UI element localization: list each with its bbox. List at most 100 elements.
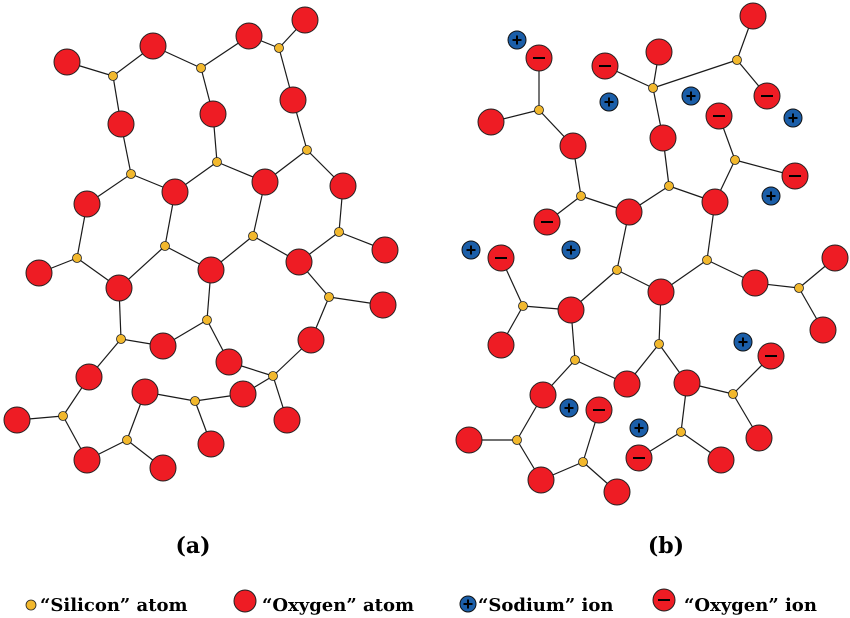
oxygen-atom <box>73 446 101 474</box>
oxygen-atom <box>73 190 101 218</box>
sodium-ion <box>599 92 619 112</box>
oxygen-atom <box>149 332 177 360</box>
sodium-ion <box>461 240 481 260</box>
silicon-atom <box>570 355 580 365</box>
oxygen-atom <box>701 188 729 216</box>
oxygen-atom <box>527 466 555 494</box>
oxygen-atom <box>477 108 505 136</box>
silicon-atom <box>72 253 82 263</box>
oxygen-ion-icon <box>652 588 676 612</box>
silicon-atom <box>202 315 212 325</box>
oxygen-ion <box>533 208 561 236</box>
oxygen-atom <box>105 274 133 302</box>
oxygen-atom <box>369 291 397 319</box>
oxygen-atom <box>645 38 673 66</box>
silicon-atom <box>268 371 278 381</box>
sodium-ion <box>507 30 527 50</box>
oxygen-atom <box>371 236 399 264</box>
silicon-atom <box>578 457 588 467</box>
sodium-ion <box>629 418 649 438</box>
oxygen-atom <box>297 326 325 354</box>
oxygen-atom <box>3 406 31 434</box>
oxygen-ion <box>757 342 785 370</box>
oxygen-atom <box>741 269 769 297</box>
panel-b-glass-structure <box>455 2 849 506</box>
oxygen-atom <box>215 348 243 376</box>
silicon-atom <box>518 301 528 311</box>
silicon-atom <box>108 71 118 81</box>
oxygen-atom <box>291 6 319 34</box>
silicon-atom <box>122 435 132 445</box>
oxygen-atom <box>529 381 557 409</box>
silicon-atom <box>702 255 712 265</box>
oxygen-atom-icon <box>233 589 257 613</box>
oxygen-atom <box>131 378 159 406</box>
sodium-ion <box>561 240 581 260</box>
silicon-atom <box>728 389 738 399</box>
panel-a-crystal-structure <box>3 6 399 482</box>
oxygen-ion <box>487 244 515 272</box>
oxygen-atom <box>25 259 53 287</box>
oxygen-atom <box>75 363 103 391</box>
sodium-ion-icon <box>459 595 477 613</box>
silicon-atom <box>732 55 742 65</box>
silicon-atom <box>648 83 658 93</box>
panel-a-bonds <box>16 19 386 469</box>
silicon-atom <box>274 43 284 53</box>
silicon-atom <box>190 396 200 406</box>
panel-a-caption: (a) <box>175 533 210 559</box>
oxygen-atom <box>329 172 357 200</box>
silicon-atom <box>58 411 68 421</box>
silicon-atom <box>116 334 126 344</box>
oxygen-atom <box>107 110 135 138</box>
oxygen-atom <box>487 331 515 359</box>
sodium-ion <box>559 398 579 418</box>
silicon-atom <box>248 231 258 241</box>
oxygen-atom <box>649 124 677 152</box>
oxygen-ion <box>525 44 553 72</box>
oxygen-atom <box>707 446 735 474</box>
oxygen-atom <box>809 316 837 344</box>
silicon-atom <box>676 427 686 437</box>
oxygen-atom <box>559 132 587 160</box>
sodium-ion <box>733 332 753 352</box>
legend: “Silicon” atom “Oxygen” atom “Sodium” io… <box>25 588 817 616</box>
oxygen-atom <box>647 278 675 306</box>
silicon-atom <box>160 241 170 251</box>
silicon-atom <box>512 435 522 445</box>
silicon-atom <box>126 169 136 179</box>
silicon-atom <box>730 155 740 165</box>
silicon-atom <box>302 145 312 155</box>
oxygen-atom <box>455 426 483 454</box>
sodium-ion <box>681 86 701 106</box>
silicon-atom <box>654 339 664 349</box>
oxygen-atom <box>229 380 257 408</box>
oxygen-atom <box>745 424 773 452</box>
oxygen-ion <box>705 102 733 130</box>
legend-sodium-label: “Sodium” ion <box>478 595 613 616</box>
silicon-atom <box>664 181 674 191</box>
oxygen-atom <box>197 430 225 458</box>
legend-oxygen-atom-label: “Oxygen” atom <box>262 595 414 616</box>
oxygen-atom <box>199 100 227 128</box>
oxygen-atom <box>739 2 767 30</box>
silicon-atom <box>212 157 222 167</box>
silicon-atom <box>576 191 586 201</box>
oxygen-atom <box>251 168 279 196</box>
silicon-atom <box>534 105 544 115</box>
legend-silicon-label: “Silicon” atom <box>40 595 188 616</box>
oxygen-atom <box>279 86 307 114</box>
silicon-atom <box>324 292 334 302</box>
bond <box>652 59 738 89</box>
oxygen-atom <box>161 178 189 206</box>
oxygen-atom <box>139 32 167 60</box>
legend-oxygen-ion-label: “Oxygen” ion <box>684 595 817 616</box>
oxygen-atom <box>197 256 225 284</box>
silicon-atom <box>612 265 622 275</box>
silicon-atom <box>196 63 206 73</box>
oxygen-ion <box>585 396 613 424</box>
oxygen-atom <box>53 48 81 76</box>
oxygen-atom <box>821 244 849 272</box>
